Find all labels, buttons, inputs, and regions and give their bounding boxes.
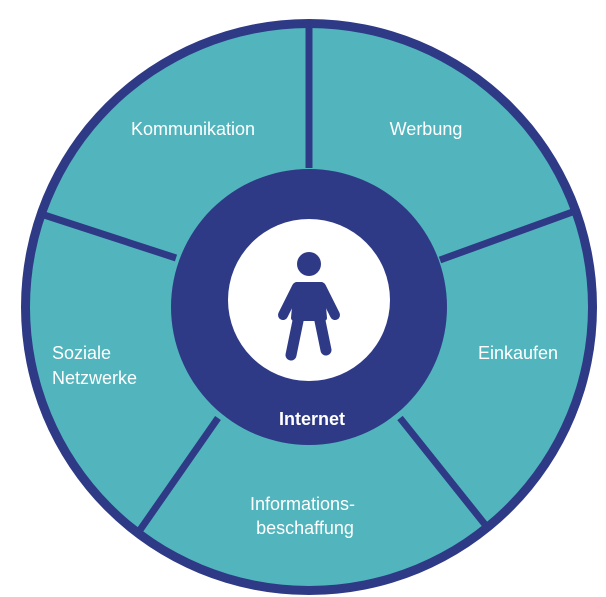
person-icon bbox=[278, 252, 340, 361]
segment-informationsbeschaffung: Informations- beschaffung bbox=[250, 494, 360, 538]
divider-left-upper bbox=[36, 209, 178, 262]
segment-label-kommunikation: Kommunikation bbox=[131, 119, 255, 139]
divider-right-upper bbox=[438, 206, 580, 264]
segment-label-werbung: Werbung bbox=[390, 119, 463, 139]
segment-label-line-1: Informations- bbox=[250, 494, 355, 514]
segment-soziale-netzwerke: Soziale Netzwerke bbox=[52, 343, 137, 388]
segment-dividers bbox=[36, 26, 580, 533]
divider-right-lower bbox=[397, 415, 490, 530]
segment-label-line-2: Netzwerke bbox=[52, 368, 137, 388]
center-label: Internet bbox=[279, 409, 345, 429]
segment-kommunikation: Kommunikation bbox=[131, 119, 255, 139]
segment-einkaufen: Einkaufen bbox=[478, 343, 558, 363]
segment-label-informationsbeschaffung: Informations- beschaffung bbox=[250, 494, 360, 538]
divider-left-lower bbox=[137, 415, 221, 533]
segment-label-einkaufen: Einkaufen bbox=[478, 343, 558, 363]
segment-label-soziale-netzwerke: Soziale Netzwerke bbox=[52, 343, 137, 388]
segment-label-line-1: Soziale bbox=[52, 343, 111, 363]
segment-label-line-2: beschaffung bbox=[256, 518, 354, 538]
segment-werbung: Werbung bbox=[390, 119, 463, 139]
